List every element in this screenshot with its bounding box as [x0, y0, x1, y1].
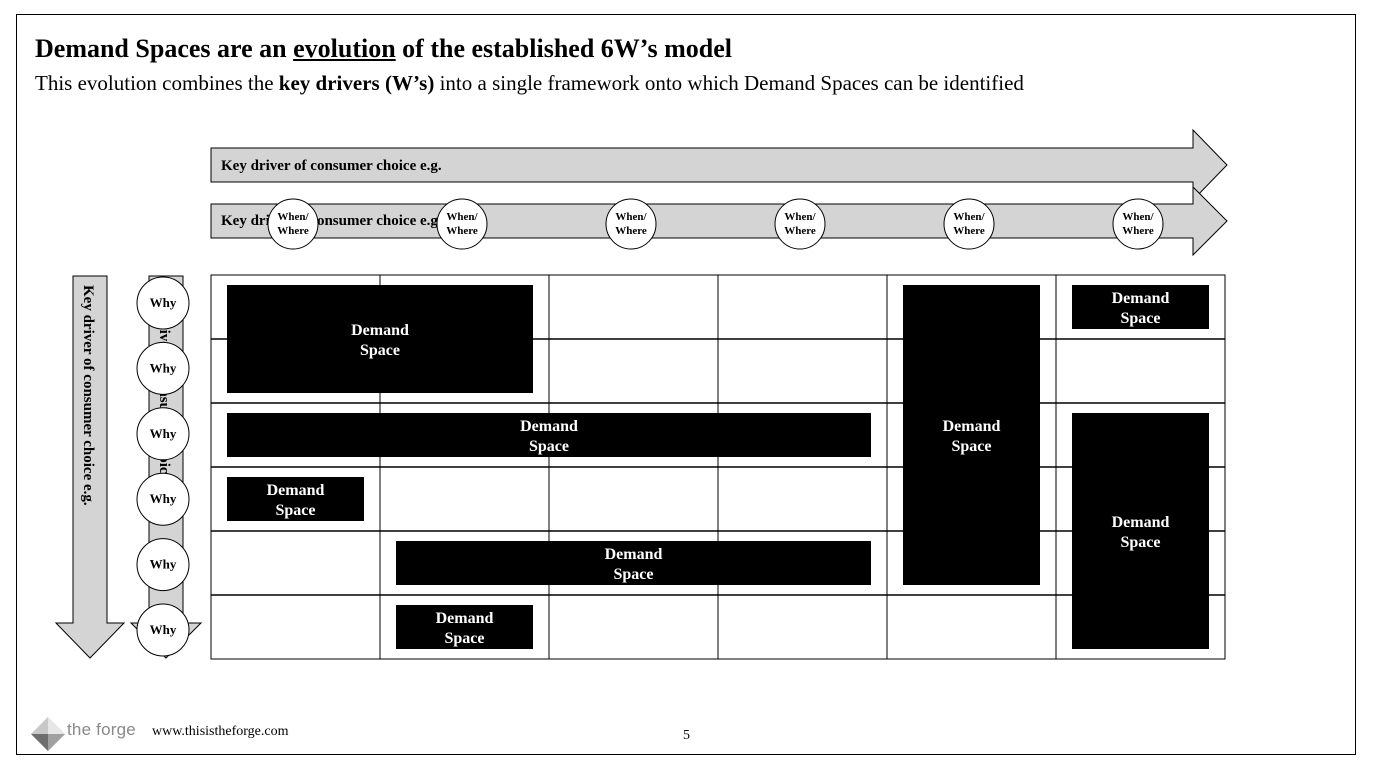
demand-space-label: Demand [1112, 290, 1170, 307]
subtitle-text-2: into a single framework onto which Deman… [434, 71, 1024, 95]
footer-url[interactable]: www.thisistheforge.com [152, 724, 289, 739]
demand-space-rect [227, 413, 871, 457]
why-label: Why [150, 557, 177, 572]
when-where-label: Where [953, 225, 985, 237]
when-where-circle-shape [436, 198, 488, 250]
demand-space-label: Space [614, 566, 654, 583]
when-where-label: Where [277, 225, 309, 237]
page-number: 5 [683, 728, 690, 743]
when-where-label: Where [784, 225, 816, 237]
demand-space-label: Space [529, 438, 569, 455]
why-circle: Why [136, 407, 190, 461]
demand-space-label: Demand [351, 322, 409, 339]
demand-space-label: Demand [520, 418, 578, 435]
when-where-circle: When/Where [943, 198, 995, 250]
why-circle: Why [136, 603, 190, 657]
why-circle: Why [136, 276, 190, 330]
demand-space-label: Space [445, 630, 485, 647]
slide-subtitle: This evolution combines the key drivers … [35, 71, 1024, 96]
why-circle: Why [136, 341, 190, 395]
when-where-circle-shape [267, 198, 319, 250]
why-label: Why [150, 426, 177, 441]
top-arrow-back [210, 128, 1228, 202]
forge-logo-icon [31, 717, 65, 751]
demand-space-label: Space [1121, 310, 1161, 327]
why-label: Why [150, 491, 177, 506]
demand-space-rect [396, 605, 533, 649]
left-arrow-front-label: Key driver of consumer choice e.g. [80, 285, 96, 506]
demand-space-label: Space [276, 502, 316, 519]
when-where-label: When/ [1122, 211, 1154, 223]
demand-space-label: Space [360, 342, 400, 359]
demand-space-label: Space [1121, 534, 1161, 551]
demand-space-label: Demand [943, 418, 1001, 435]
when-where-label: Where [1122, 225, 1154, 237]
demand-space-label: Demand [436, 610, 494, 627]
when-where-circle: When/Where [267, 198, 319, 250]
left-arrows: Key driver of consumer choice e.g. Key d… [54, 275, 203, 659]
demand-space-label: Space [952, 438, 992, 455]
subtitle-text-1: This evolution combines the [35, 71, 279, 95]
when-where-circle-shape [943, 198, 995, 250]
when-where-label: When/ [615, 211, 647, 223]
when-where-label: When/ [953, 211, 985, 223]
when-where-circle: When/Where [605, 198, 657, 250]
demand-space-rect [1072, 285, 1209, 329]
title-text-2: of the established 6W’s model [395, 34, 732, 63]
why-circle-shape [136, 407, 190, 461]
subtitle-bold-text: key drivers (W’s) [278, 71, 435, 95]
when-where-circles: When/WhereWhen/WhereWhen/WhereWhen/Where… [267, 198, 1164, 250]
why-circle: Why [136, 472, 190, 526]
top-arrow-back-label: Key driver of consumer choice e.g. [221, 158, 442, 174]
why-circle-shape [136, 341, 190, 395]
demand-space-label: Demand [267, 482, 325, 499]
left-arrow-front [54, 275, 126, 659]
top-arrow-front-label: Key driver of consumer choice e.g. [221, 213, 442, 229]
title-underlined-word: evolution [293, 34, 396, 63]
when-where-label: Where [615, 225, 647, 237]
demand-space-label: Demand [605, 546, 663, 563]
demand-space-boxes: DemandSpaceDemandSpaceDemandSpaceDemandS… [227, 285, 1209, 649]
top-arrows: Key driver of consumer choice e.g. Key d… [210, 128, 1228, 257]
when-where-label: When/ [784, 211, 816, 223]
why-circle: Why [136, 538, 190, 592]
when-where-label: When/ [277, 211, 309, 223]
when-where-label: When/ [446, 211, 478, 223]
why-label: Why [150, 295, 177, 310]
why-label: Why [150, 360, 177, 375]
demand-space-rect [903, 285, 1040, 585]
when-where-circle-shape [774, 198, 826, 250]
demand-space-label: Demand [1112, 514, 1170, 531]
why-circle-shape [136, 603, 190, 657]
demand-space-rect [396, 541, 871, 585]
when-where-circle: When/Where [774, 198, 826, 250]
slide-title: Demand Spaces are an evolution of the es… [35, 34, 732, 64]
when-where-circle: When/Where [436, 198, 488, 250]
slide-frame [16, 14, 1356, 755]
demand-space-rect [1072, 413, 1209, 649]
when-where-label: Where [446, 225, 478, 237]
why-circle-shape [136, 538, 190, 592]
why-circle-shape [136, 472, 190, 526]
demand-space-rect [227, 477, 364, 521]
when-where-circle-shape [605, 198, 657, 250]
logo-text: the forge [67, 720, 136, 739]
title-text-1: Demand Spaces are an [35, 34, 294, 63]
when-where-circle: When/Where [1112, 198, 1164, 250]
when-where-circle-shape [1112, 198, 1164, 250]
demand-space-rect [227, 285, 533, 393]
why-label: Why [150, 622, 177, 637]
why-circle-shape [136, 276, 190, 330]
